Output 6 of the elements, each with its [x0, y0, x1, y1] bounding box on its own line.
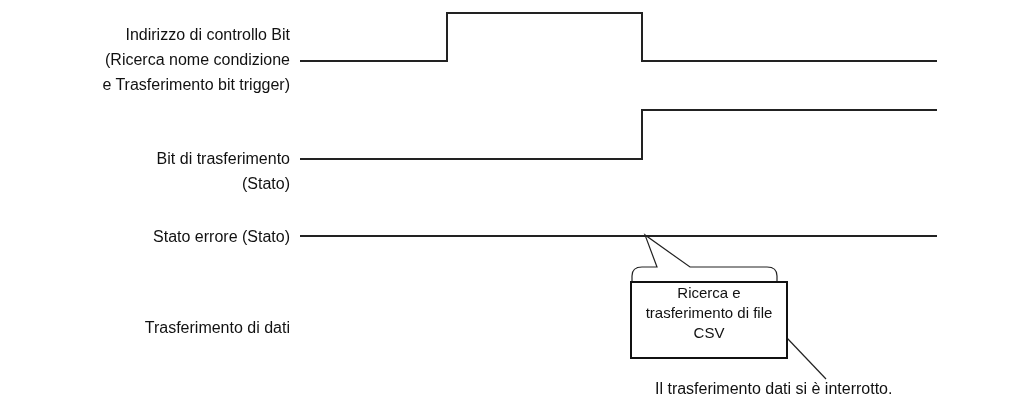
signal-name: Stato errore (Stato): [153, 227, 290, 247]
signal-name: Trasferimento di dati: [144, 318, 290, 338]
note-text: Il trasferimento dati si è interrotto.: [655, 380, 965, 402]
callout-box: Ricerca e trasferimento di file CSV: [630, 281, 788, 359]
signal-name: Bit di trasferimento (Stato): [156, 149, 290, 194]
signal-name: Indirizzo di controllo Bit (Ricerca nome condizione e Trasferimento bit trigger): [102, 25, 290, 95]
